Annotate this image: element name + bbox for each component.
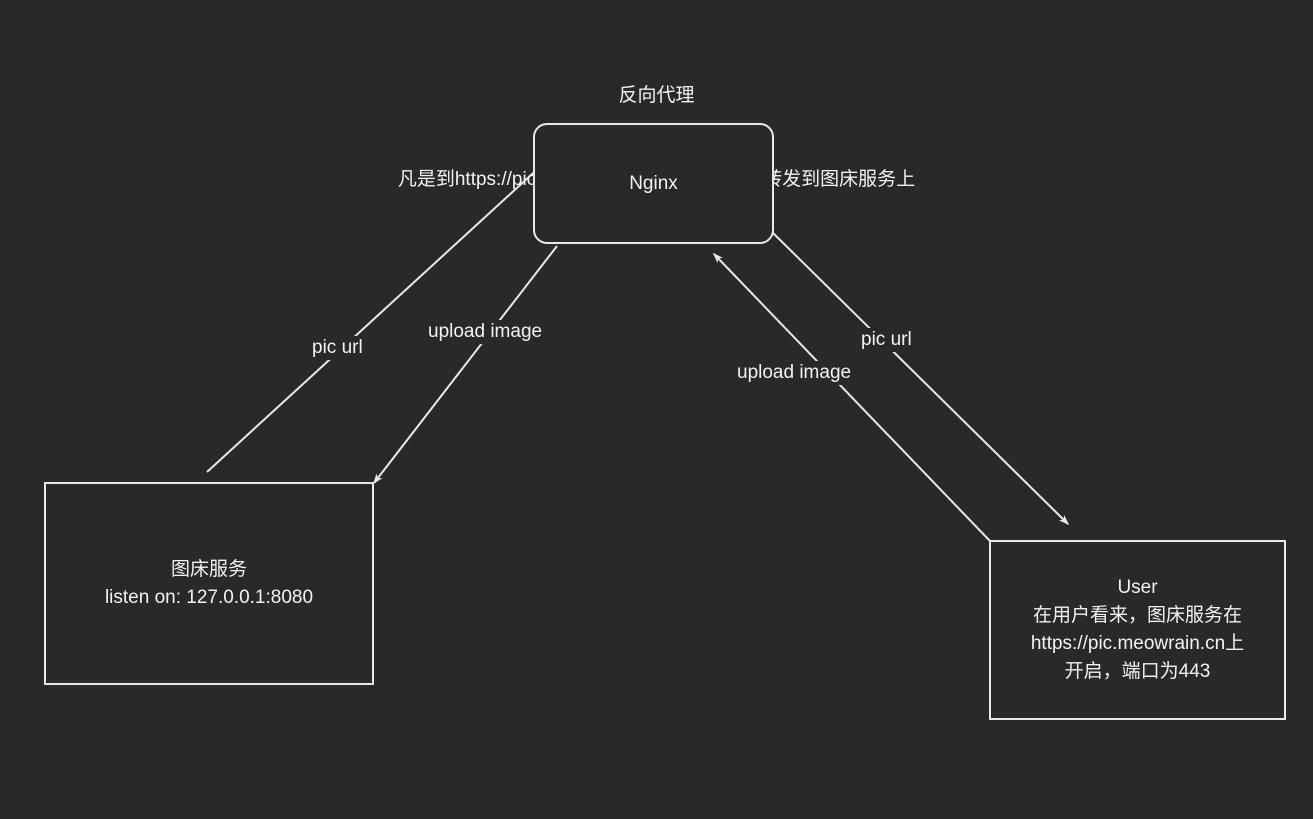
diagram-title-line-1: 反向代理 <box>618 85 695 106</box>
edge-label-nginx-to-image-host: upload image <box>424 320 547 344</box>
edge-user-to-nginx <box>712 252 991 542</box>
node-image-host-listen: listen on: 127.0.0.1:8080 <box>104 586 314 608</box>
node-image-host-title: 图床服务 <box>170 558 247 580</box>
node-nginx[interactable]: Nginx <box>533 123 774 244</box>
node-user-line-2: 在用户看来，图床服务在 <box>1032 605 1242 626</box>
edge-label-nginx-to-user: pic url <box>857 328 916 352</box>
edge-label-user-to-nginx: upload image <box>733 361 856 385</box>
node-user-line-4: 开启，端口为443 <box>1064 661 1211 682</box>
node-image-host[interactable]: 图床服务 listen on: 127.0.0.1:8080 <box>44 482 374 685</box>
node-nginx-label: Nginx <box>629 172 678 194</box>
node-user-line-3: https://pic.meowrain.cn上 <box>1030 633 1245 654</box>
node-user-title: User <box>1117 577 1158 598</box>
edge-label-image-host-to-nginx: pic url <box>308 336 367 360</box>
node-user[interactable]: User 在用户看来，图床服务在 https://pic.meowrain.cn… <box>989 540 1286 720</box>
edge-nginx-to-image-host <box>373 245 558 485</box>
